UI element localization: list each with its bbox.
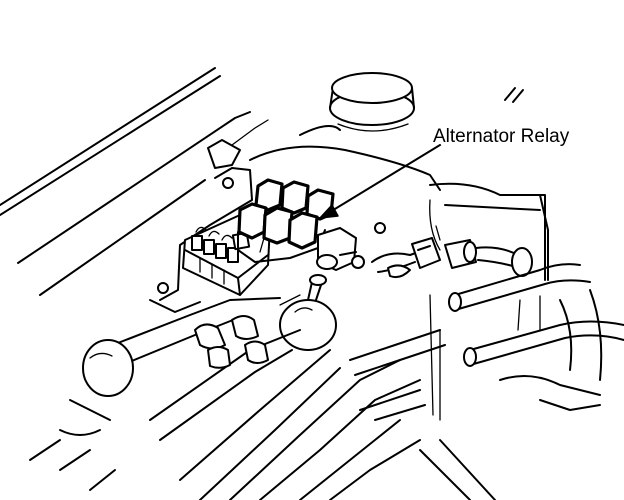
hose-clamps	[194, 294, 301, 369]
right-hoses	[429, 263, 624, 421]
fender-lines	[0, 67, 269, 296]
mounting-bracket	[149, 139, 253, 313]
relay-connector	[316, 222, 386, 271]
body-contour	[249, 145, 549, 281]
hose-bundle	[99, 297, 496, 500]
left-hose-ends	[29, 339, 134, 491]
hash-marks	[504, 87, 524, 103]
callout-leader	[319, 144, 441, 219]
vacuum-bulb	[279, 274, 337, 351]
callout-label: Alternator Relay	[433, 126, 570, 147]
wire-connector	[371, 225, 533, 279]
reservoir-cap	[299, 72, 415, 136]
